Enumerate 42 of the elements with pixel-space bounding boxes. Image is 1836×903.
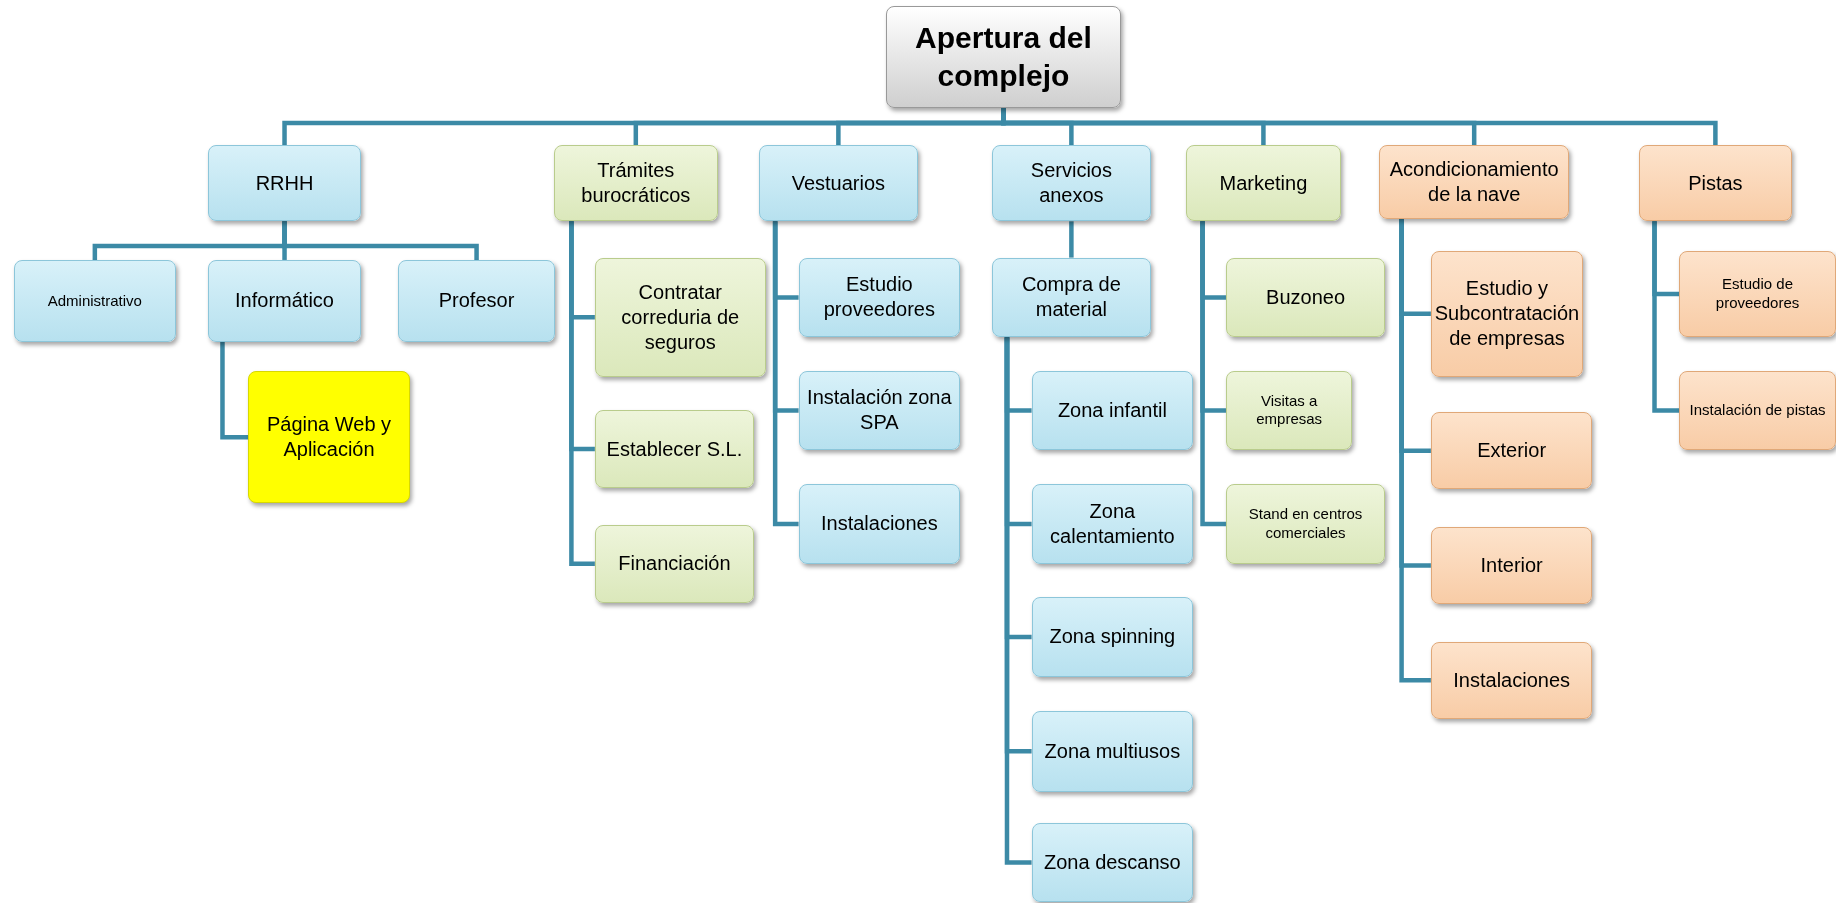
task-box: Estudio y Subcontratación de empresas — [1430, 250, 1584, 377]
task-box: Contratar correduria de seguros — [594, 257, 766, 377]
task-box: Profesor — [398, 259, 555, 342]
connector — [1399, 218, 1431, 683]
task-box: Financiación — [594, 524, 755, 603]
task-box: Zona spinning — [1031, 597, 1194, 677]
task-box: Informático — [208, 259, 361, 342]
task-box: Página Web y Aplicación — [248, 371, 410, 504]
task-box: Stand en centros comerciales — [1225, 483, 1386, 565]
connector — [1652, 221, 1680, 413]
task-box: Servicios anexos — [991, 145, 1151, 222]
root-box: Apertura del complejo — [886, 5, 1121, 108]
task-box: Zona multiusos — [1031, 710, 1194, 792]
task-box: Zona descanso — [1031, 823, 1194, 902]
task-box: RRHH — [208, 145, 361, 222]
task-box: Interior — [1430, 526, 1593, 605]
task-box: Establecer S.L. — [594, 409, 755, 489]
connector — [282, 221, 479, 260]
task-box: Administrativo — [14, 259, 176, 342]
task-box: Vestuarios — [758, 145, 918, 222]
task-box: Compra de material — [991, 257, 1151, 338]
task-box: Buzoneo — [1225, 257, 1386, 338]
task-box: Exterior — [1430, 412, 1593, 490]
connector — [1200, 221, 1226, 527]
connector — [1004, 337, 1032, 865]
task-box: Acondicionamiento de la nave — [1379, 145, 1569, 219]
task-box: Marketing — [1186, 145, 1341, 222]
task-box: Zona calentamiento — [1031, 483, 1194, 565]
task-box: Trámites burocráticos — [553, 145, 718, 222]
task-box: Visitas a empresas — [1225, 371, 1353, 450]
task-box: Estudio de proveedores — [1679, 250, 1836, 338]
task-box: Instalación zona SPA — [798, 371, 961, 450]
task-box: Zona infantil — [1031, 371, 1194, 450]
task-box: Instalaciones — [1430, 641, 1593, 719]
connector — [220, 341, 249, 440]
task-box: Instalaciones — [798, 483, 961, 565]
connector — [772, 221, 799, 527]
task-box: Estudio proveedores — [798, 257, 961, 338]
connector — [569, 221, 595, 567]
connector — [1069, 221, 1074, 258]
task-box: Pistas — [1639, 145, 1792, 222]
task-box: Instalación de pistas — [1679, 371, 1836, 450]
